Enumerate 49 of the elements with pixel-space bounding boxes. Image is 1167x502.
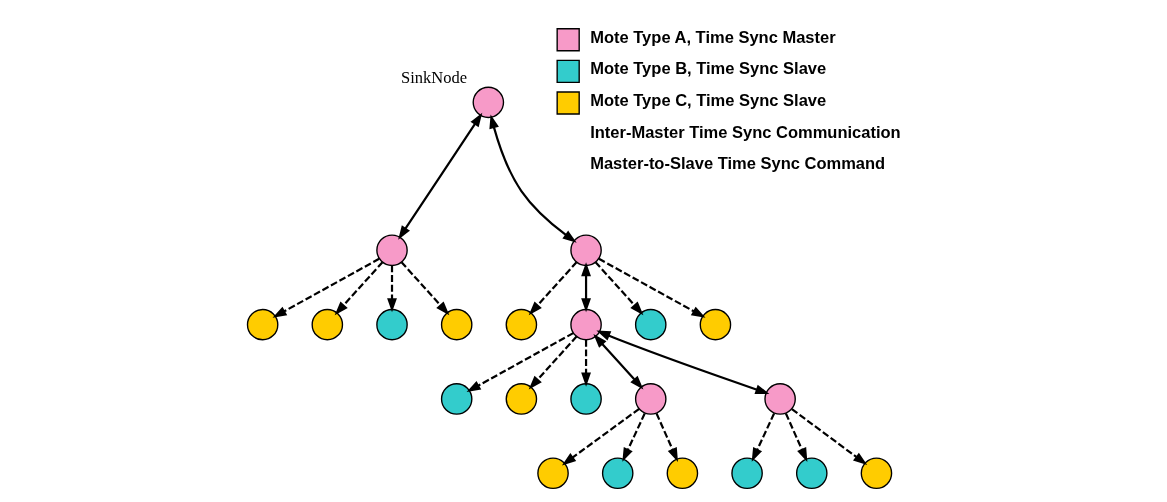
legend-label: Mote Type A, Time Sync Master bbox=[589, 27, 836, 46]
legend-label: Mote Type C, Time Sync Slave bbox=[589, 90, 826, 109]
node-circle bbox=[311, 308, 343, 341]
node-circle bbox=[440, 308, 473, 341]
legend-label: Master-to-Slave Time Sync Command bbox=[589, 154, 885, 173]
node-circle bbox=[730, 457, 763, 490]
arrow bbox=[597, 257, 706, 318]
arrow bbox=[595, 330, 769, 395]
arrow bbox=[386, 265, 397, 313]
arrow bbox=[784, 413, 807, 462]
node-circle bbox=[440, 383, 473, 415]
arrow bbox=[580, 339, 591, 387]
node-circle bbox=[375, 234, 408, 267]
arrow bbox=[751, 413, 775, 462]
node-circle bbox=[634, 308, 667, 341]
arrow bbox=[621, 413, 646, 462]
node-circle bbox=[569, 383, 602, 415]
node-circle bbox=[601, 457, 634, 490]
node-label: SinkNode bbox=[400, 67, 467, 87]
arrow bbox=[400, 261, 449, 316]
arrow bbox=[594, 261, 643, 316]
node-circle bbox=[472, 86, 504, 119]
legend-label: Inter-Master Time Sync Communication bbox=[589, 122, 901, 141]
arrow bbox=[790, 408, 867, 466]
node-circle bbox=[634, 383, 667, 415]
node-circle bbox=[666, 457, 698, 490]
arrow bbox=[528, 335, 577, 390]
arrow bbox=[272, 257, 380, 318]
arrow bbox=[397, 112, 482, 240]
node-circle bbox=[860, 457, 892, 490]
node-circle bbox=[505, 383, 537, 415]
node-circle bbox=[246, 308, 278, 341]
node-circle bbox=[536, 457, 569, 490]
node-circle bbox=[505, 308, 537, 341]
arrow bbox=[488, 114, 577, 243]
arrow bbox=[334, 261, 383, 316]
node-circle bbox=[375, 308, 408, 341]
node-circle bbox=[569, 234, 602, 267]
arrow bbox=[580, 262, 591, 313]
arrow bbox=[655, 413, 678, 462]
arrow bbox=[466, 332, 574, 393]
arrow bbox=[528, 261, 577, 316]
arrow bbox=[561, 407, 640, 466]
legend-label: Mote Type B, Time Sync Slave bbox=[589, 59, 826, 78]
node-circle bbox=[569, 308, 602, 341]
node-circle bbox=[795, 457, 828, 490]
node-circle bbox=[699, 308, 731, 341]
node-circle bbox=[763, 383, 796, 415]
arrow bbox=[592, 334, 643, 390]
